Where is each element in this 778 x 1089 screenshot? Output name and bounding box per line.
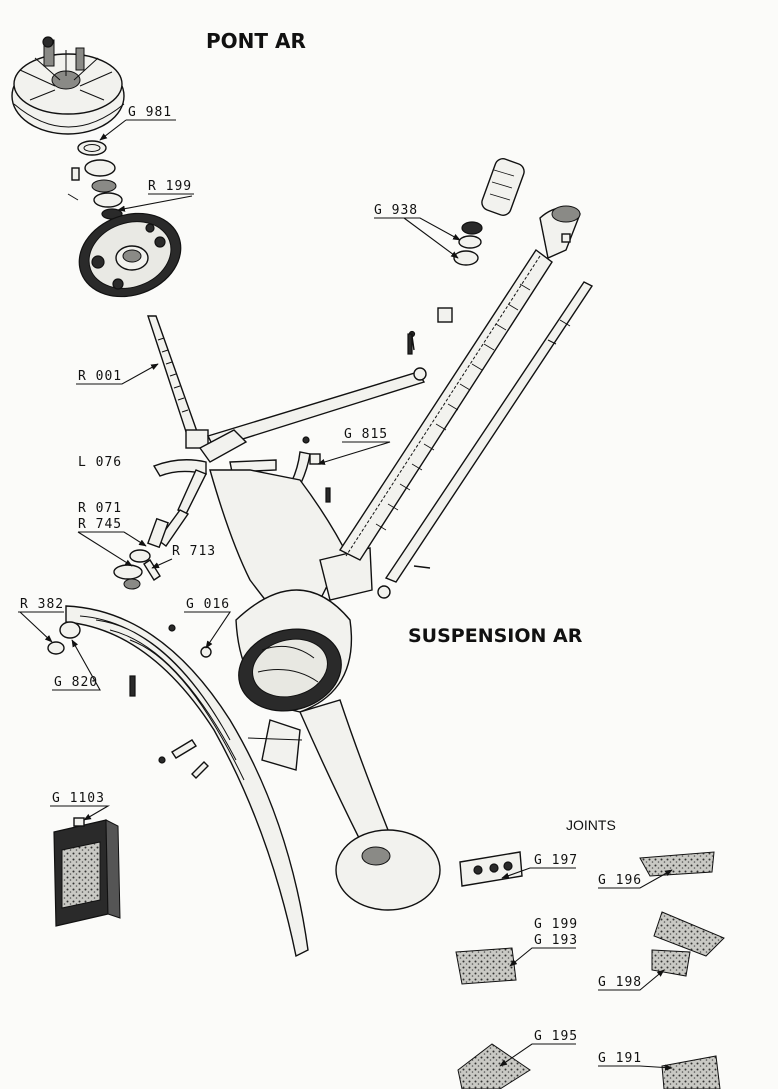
brake-backing-plate (78, 212, 182, 298)
label-g195: G 195 (534, 1029, 578, 1044)
propeller-shaft (377, 281, 594, 599)
callout-r382: R 382 (18, 597, 64, 642)
callout-g195: G 195 (499, 1029, 578, 1067)
label-g820: G 820 (54, 675, 98, 690)
gasket-g199-g193 (455, 947, 517, 985)
label-r071: R 071 (78, 501, 122, 516)
callout-r713: R 713 (151, 544, 216, 569)
label-g938: G 938 (374, 203, 418, 218)
spring-shackles (158, 739, 209, 779)
lever-assembly (152, 429, 277, 547)
gasket-g195 (457, 1043, 531, 1089)
bearing-rings (67, 140, 123, 220)
axle-housing (209, 469, 441, 911)
callout-r071-r745: R 071 R 745 (77, 501, 147, 567)
label-r745: R 745 (78, 517, 122, 532)
label-l076: L 076 (78, 455, 122, 470)
gasket-g198 (651, 911, 725, 977)
callout-g191: G 191 (598, 1051, 673, 1071)
label-r001: R 001 (78, 369, 122, 384)
callout-g981: G 981 (100, 105, 176, 140)
callout-g815: G 815 (317, 427, 391, 465)
brake-drum (11, 36, 125, 135)
gasket-g191 (661, 1055, 721, 1089)
label-g1103: G 1103 (52, 791, 105, 806)
label-r713: R 713 (172, 544, 216, 559)
title-joints: JOINTS (566, 817, 616, 833)
gasket-g197 (459, 851, 523, 887)
label-g199: G 199 (534, 917, 578, 932)
torque-tube (338, 205, 581, 561)
callout-g938: G 938 (374, 203, 461, 259)
callout-g1103: G 1103 (50, 791, 111, 821)
label-g198: G 198 (598, 975, 642, 990)
callout-r199: R 199 (118, 179, 194, 210)
label-g981: G 981 (128, 105, 172, 120)
label-r199: R 199 (148, 179, 192, 194)
leaf-spring (47, 605, 309, 958)
label-g196: G 196 (598, 873, 642, 888)
suspension-arm (207, 330, 427, 449)
gasket-g196 (639, 851, 715, 877)
callout-g016: G 016 (184, 597, 232, 649)
axle-shaft (147, 315, 209, 449)
callout-r001: R 001 (76, 363, 159, 385)
title-pont-ar: PONT AR (206, 29, 306, 53)
label-g197: G 197 (534, 853, 578, 868)
label-g815: G 815 (344, 427, 388, 442)
label-g016: G 016 (186, 597, 230, 612)
callout-g198: G 198 (598, 969, 665, 991)
label-r382: R 382 (20, 597, 64, 612)
callout-g197: G 197 (501, 853, 578, 879)
shackle-bolts (113, 517, 169, 590)
label-g191: G 191 (598, 1051, 642, 1066)
title-suspension-ar: SUSPENSION AR (408, 625, 583, 647)
label-g193: G 193 (534, 933, 578, 948)
callout-g196: G 196 (598, 869, 673, 889)
callout-g199-g193: G 199 G 193 (509, 917, 578, 967)
oil-can (53, 817, 121, 927)
pinion-bearing (407, 158, 525, 355)
callout-g820: G 820 (52, 639, 101, 691)
